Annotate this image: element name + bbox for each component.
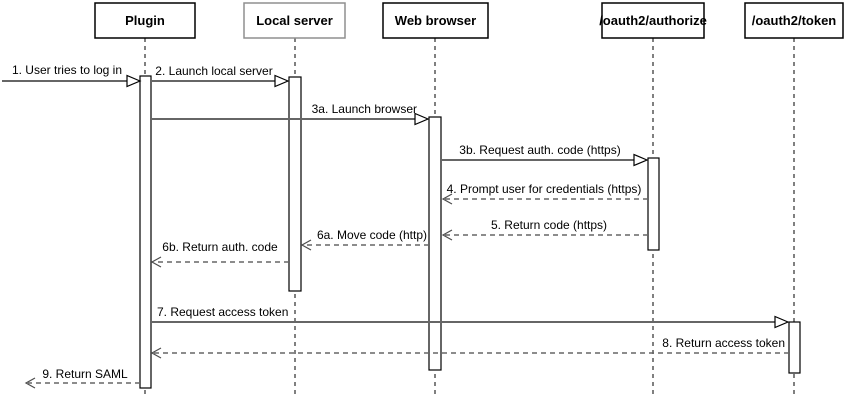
message-arrowhead-3a (414, 112, 430, 126)
actor-box-local-server (243, 2, 346, 39)
actor-label-local-server: Local server (256, 13, 333, 28)
activation-oauth2-token (788, 321, 801, 374)
message-label-3b: 3b. Request auth. code (https) (459, 143, 620, 157)
message-label-1: 1. User tries to log in (12, 63, 122, 77)
actor-box-oauth2-token (744, 2, 844, 39)
message-label-9: 9. Return SAML (42, 367, 128, 381)
message-label-7: 7. Request access token (157, 305, 288, 319)
message-arrowhead-5 (441, 229, 453, 241)
actor-label-oauth2-authorize: /oauth2/authorize (599, 13, 707, 28)
message-label-5: 5. Return code (https) (491, 218, 607, 232)
message-label-6a: 6a. Move code (http) (317, 228, 427, 242)
message-arrowhead-6a (300, 239, 312, 251)
activation-oauth2-authorize (647, 157, 660, 251)
message-arrowhead-9 (24, 377, 36, 389)
message-arrowhead-6b (150, 256, 162, 268)
message-arrowhead-1 (126, 74, 142, 88)
activation-local-server (288, 76, 302, 292)
actor-box-plugin (94, 2, 196, 39)
message-arrowhead-2 (274, 74, 290, 88)
actor-label-plugin: Plugin (125, 13, 165, 28)
actor-label-web-browser: Web browser (395, 13, 476, 28)
actor-box-web-browser (382, 2, 489, 39)
message-arrowhead-3b (633, 153, 649, 167)
message-arrowhead-4 (441, 193, 453, 205)
message-arrowhead-7 (774, 315, 790, 329)
activation-web-browser (428, 116, 442, 371)
message-label-3a: 3a. Launch browser (312, 102, 417, 116)
message-label-6b: 6b. Return auth. code (162, 240, 278, 254)
actor-label-oauth2-token: /oauth2/token (752, 13, 837, 28)
message-arrowhead-8 (150, 347, 162, 359)
message-label-2: 2. Launch local server (155, 64, 272, 78)
activation-plugin (139, 75, 152, 389)
message-label-8: 8. Return access token (662, 336, 785, 350)
actor-box-oauth2-authorize (601, 2, 705, 39)
message-label-4: 4. Prompt user for credentials (https) (447, 182, 642, 196)
